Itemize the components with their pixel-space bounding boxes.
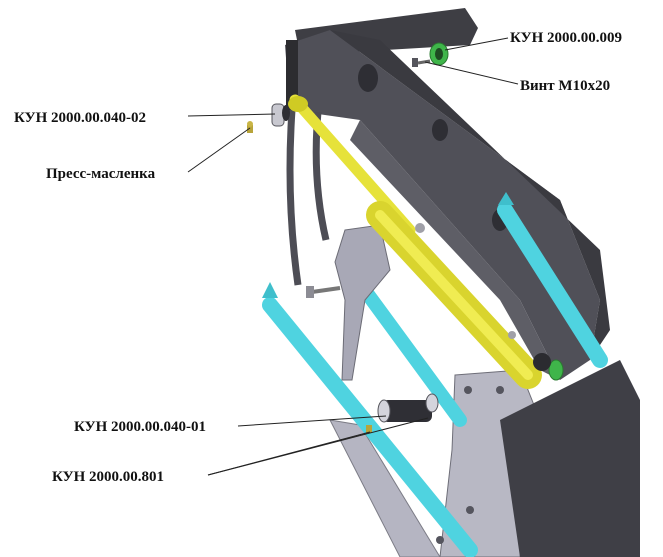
grease-nipple-lower-icon <box>366 425 372 433</box>
leader-lines <box>187 37 519 476</box>
label-part-040-01: КУН 2000.00.040-01 <box>74 419 206 435</box>
axle-040-01 <box>377 393 439 423</box>
grease-nipple-icon <box>247 121 253 133</box>
label-part-040-02: КУН 2000.00.040-02 <box>14 110 146 126</box>
label-grease-nipple: Пресс-масленка <box>46 166 156 182</box>
green-bushing-lower <box>533 353 564 381</box>
hook-pawl <box>334 224 391 381</box>
screw-m10x20-icon <box>412 58 431 67</box>
hydraulic-cylinder <box>288 94 542 389</box>
label-screw-m10x20: Винт М10х20 <box>520 78 610 94</box>
bucket-frame <box>329 360 640 557</box>
loader-boom-arm <box>285 8 610 380</box>
label-part-801: КУН 2000.00.801 <box>52 469 164 485</box>
hook-bolt <box>306 286 341 298</box>
bushing-040-02 <box>271 103 290 127</box>
label-part-009: КУН 2000.00.009 <box>510 30 622 46</box>
green-bushing-009 <box>429 42 449 66</box>
